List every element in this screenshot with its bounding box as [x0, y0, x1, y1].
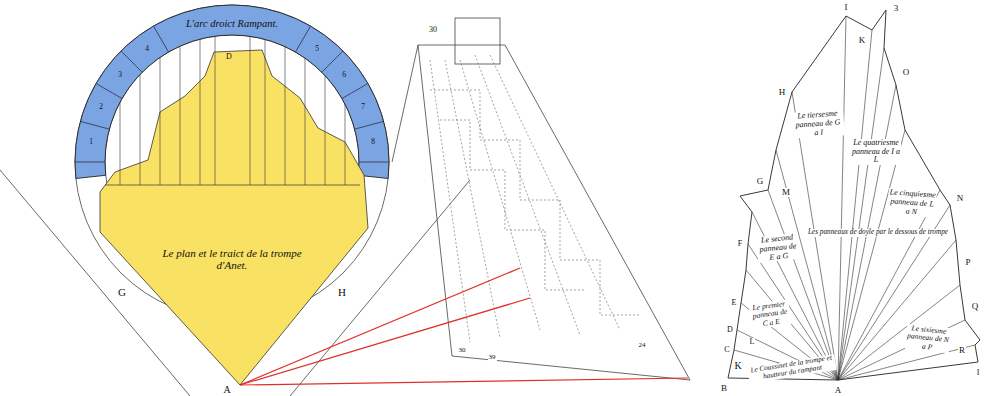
projection-line	[140, 74, 141, 185]
projection-line	[460, 60, 540, 330]
panel: Le premier panneau de C a E	[748, 299, 791, 329]
projection-block	[455, 18, 500, 64]
panel-ray	[838, 48, 884, 380]
arc-division	[80, 121, 109, 129]
panel-ray	[838, 320, 965, 380]
projection-line	[200, 39, 201, 185]
arc-division	[75, 162, 105, 163]
panel-text: Les panneaux de doyle par le dessous de …	[807, 229, 949, 237]
callout-letter: N	[956, 194, 965, 203]
panel-fan	[728, 10, 980, 380]
panel-ray	[838, 240, 956, 380]
projection-line	[325, 76, 326, 185]
projection-steps	[430, 90, 640, 315]
callout-letter: I	[844, 3, 849, 12]
panel: Le second panneau de E a G	[756, 233, 801, 264]
panel-text: Le premier panneau de C a E	[748, 299, 791, 329]
panel: Le tiersesme panneau de G a I	[791, 109, 845, 139]
projection-line	[160, 57, 161, 185]
arc-division	[322, 51, 343, 72]
panel-text: Le second panneau de E a G	[756, 233, 801, 264]
panel-ray	[838, 30, 872, 380]
panel-ray	[838, 285, 960, 380]
arc-division	[342, 84, 368, 99]
callout-letter: F	[737, 240, 743, 248]
plan-region: Le plan et le traict de la trompe d'Anet…	[90, 45, 380, 395]
projection-line	[250, 36, 251, 185]
projection-line	[305, 58, 306, 185]
callout-letter: P	[964, 258, 971, 267]
arc-division	[296, 26, 311, 52]
panel-text: Le quatriesme panneau de I a L	[851, 139, 901, 165]
callout-letter: D	[726, 326, 734, 334]
panel-text: L'arc droict Rampant.	[185, 18, 279, 30]
projection-line	[392, 45, 418, 162]
arc-division	[154, 26, 169, 52]
callout-letter: G	[117, 287, 127, 298]
panel-ray	[838, 345, 975, 380]
projection-line	[430, 60, 470, 342]
callout-letter: O	[902, 68, 911, 77]
panel-text: Le cinquiesme panneau de L a N	[887, 188, 937, 218]
callout-letter: A	[834, 386, 843, 395]
callout-letter: 30	[458, 347, 467, 354]
callout-letter: H	[337, 287, 347, 298]
projection-line	[265, 39, 266, 185]
callout-letter: 24	[638, 342, 647, 349]
arc-division	[359, 162, 389, 163]
panel: Le quatriesme panneau de I a L	[851, 139, 901, 165]
arc-division	[355, 121, 384, 129]
plan-region	[100, 50, 368, 385]
panel-text: Le tiersesme panneau de G a I	[791, 109, 845, 139]
arc-division	[121, 51, 142, 72]
callout-letter: G	[756, 177, 765, 186]
callout-letter: Q	[971, 302, 980, 311]
callout-letter: H	[778, 88, 787, 97]
projection-line	[475, 55, 580, 335]
projection-line	[490, 55, 620, 330]
panel-ray	[838, 16, 846, 380]
projection-line	[285, 47, 286, 185]
projection-line	[215, 36, 216, 185]
callout-letter: E	[731, 299, 738, 307]
panel-fan: Les panneaux de doyle par le dessous de …	[722, 2, 986, 396]
base-line	[105, 185, 360, 186]
callout-letter: 39	[488, 354, 497, 361]
callout-letter: C	[723, 346, 730, 354]
callout-letter: 30	[428, 26, 438, 34]
callout-letter: B	[720, 384, 728, 393]
red-line	[240, 378, 688, 385]
projection-outline	[418, 45, 690, 380]
panel-ray	[768, 190, 838, 380]
projection-line	[180, 46, 181, 185]
panel-text: Le plan et le traict de la trompe d'Anet…	[157, 247, 307, 271]
callout-letter: A	[222, 385, 231, 395]
callout-letter: I	[976, 369, 981, 377]
panel-ray	[838, 130, 905, 380]
projection-steps	[440, 120, 585, 290]
panel: Le sixiesme panneau de N a P	[905, 323, 951, 352]
projection-line	[120, 102, 121, 185]
callout-letter: 3	[893, 4, 900, 13]
panel: Le cinquiesme panneau de L a N	[887, 188, 937, 218]
arc-division	[96, 84, 122, 99]
panel-ray	[838, 190, 940, 380]
plan-region-shape	[90, 45, 380, 395]
panel-text: Le sixiesme panneau de N a P	[905, 323, 951, 352]
projection-line	[345, 104, 346, 185]
